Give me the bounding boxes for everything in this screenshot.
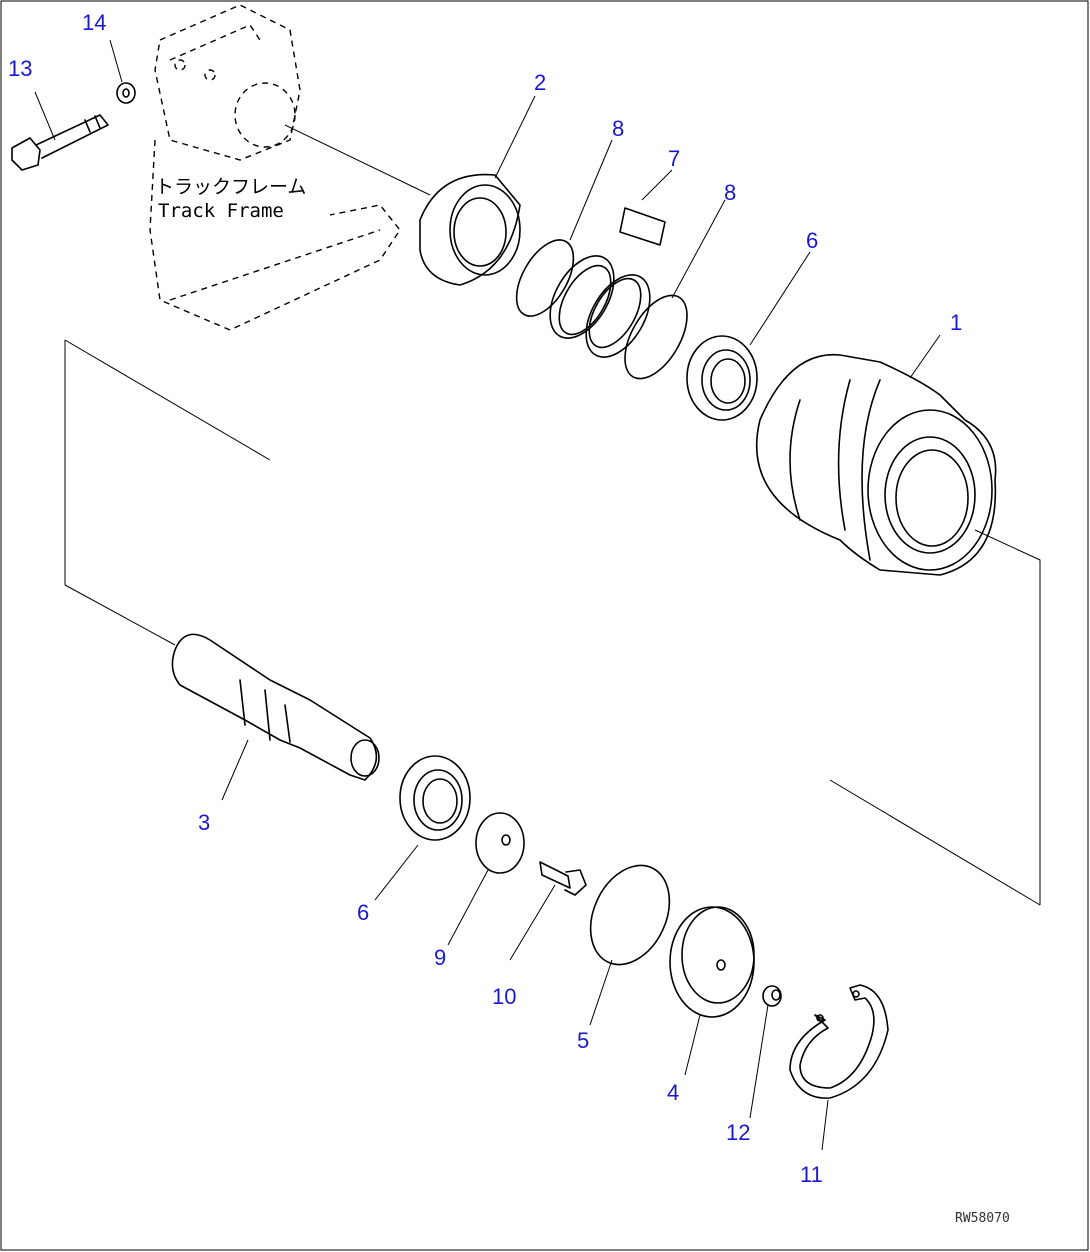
callouts: 1 2 3 4 5 6 6 7 8 8 9 10 11 12 13 14 bbox=[8, 10, 962, 1187]
callout-13: 13 bbox=[8, 56, 32, 81]
plug-12 bbox=[762, 985, 782, 1007]
washer-14 bbox=[116, 82, 136, 104]
shaft-3 bbox=[171, 633, 380, 781]
callout-11: 11 bbox=[800, 1162, 823, 1187]
bolt-13 bbox=[11, 114, 109, 171]
track-frame: トラックフレーム Track Frame bbox=[149, 4, 401, 331]
callout-2: 2 bbox=[534, 70, 546, 95]
bearing-6a bbox=[686, 335, 758, 421]
callout-8a: 8 bbox=[612, 116, 624, 141]
o-ring-8b bbox=[624, 294, 688, 380]
snap-ring-11 bbox=[789, 984, 889, 1099]
callout-1: 1 bbox=[950, 310, 962, 335]
callout-6a: 6 bbox=[806, 228, 818, 253]
cover-4 bbox=[669, 906, 755, 1018]
callout-10: 10 bbox=[492, 984, 516, 1009]
drawing-code: RW58070 bbox=[955, 1211, 1010, 1226]
roller-1 bbox=[755, 353, 997, 576]
floating-seal-7 bbox=[549, 207, 666, 358]
bearing-6b bbox=[399, 755, 471, 841]
callout-9: 9 bbox=[434, 945, 446, 970]
collar-2 bbox=[419, 173, 521, 286]
o-ring-5 bbox=[589, 864, 671, 966]
callout-3: 3 bbox=[198, 810, 210, 835]
callout-7: 7 bbox=[668, 146, 680, 171]
callout-6b: 6 bbox=[357, 900, 369, 925]
washer-9 bbox=[475, 812, 525, 874]
callout-8b: 8 bbox=[724, 180, 736, 205]
track-frame-label-en: Track Frame bbox=[158, 200, 284, 222]
callout-5: 5 bbox=[577, 1028, 589, 1053]
callout-12: 12 bbox=[726, 1120, 750, 1145]
o-ring-8a bbox=[515, 239, 575, 317]
track-frame-label-jp: トラックフレーム bbox=[155, 176, 306, 198]
leader-lines bbox=[34, 39, 941, 1151]
bolt-10 bbox=[539, 861, 587, 896]
callout-14: 14 bbox=[82, 10, 106, 35]
callout-4: 4 bbox=[667, 1080, 679, 1105]
